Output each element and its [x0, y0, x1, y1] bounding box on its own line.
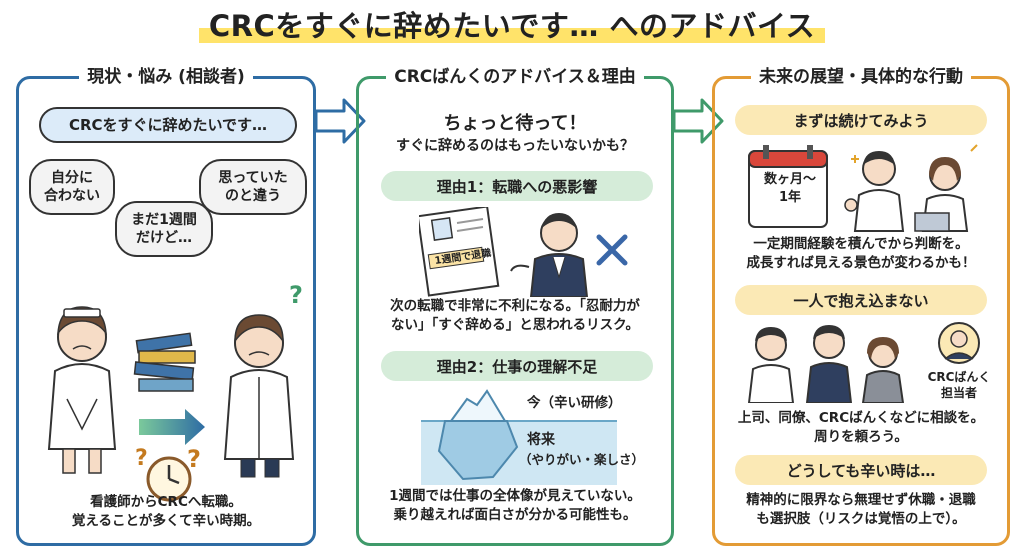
crc-bank-agent-label: CRCばんく 担当者: [927, 370, 991, 400]
reason1-label: 理由1：転職への悪影響: [381, 171, 653, 201]
panel-heading-left: 現状・悩み (相談者): [79, 65, 253, 89]
step1-label: まずは続けてみよう: [735, 105, 987, 135]
bubble-c-text: まだ1週間 だけど…: [131, 212, 197, 246]
arrow-right-icon: [139, 409, 205, 445]
nurse-illustration-icon: [47, 306, 117, 474]
resume-document-icon: [419, 207, 500, 297]
bubble-main-text: CRCをすぐに辞めたいです…: [68, 116, 268, 134]
question-mark-icon-green: ?: [289, 281, 303, 309]
consultation-illustration: [747, 325, 905, 403]
iceberg-future-sub: （やりがい・楽しさ）: [519, 452, 645, 467]
sparkle-icon: [851, 144, 978, 163]
thought-bubble-different: 思っていた のと違う: [199, 159, 307, 215]
crc-bank-agent-avatar-icon: [938, 322, 980, 364]
clock-icon: [146, 456, 192, 502]
cross-mark-icon: [596, 234, 628, 266]
resume-rejection-illustration: [419, 207, 628, 297]
person-boss-icon: [805, 325, 853, 403]
panel-heading-right: 未来の展望・具体的な行動: [751, 65, 971, 89]
step2-label: 一人で抱え込まない: [735, 285, 987, 315]
doctor-man-illustration-icon: [844, 151, 905, 232]
step2-caption: 上司、同僚、CRCばんくなどに相談を。 周りを頼ろう。: [737, 410, 985, 445]
calendar-text: 数ヶ月～ 1年: [763, 172, 816, 205]
reason1-caption: 次の転職で非常に不利になる。「忍耐力が ない」「すぐ辞める」と思われるリスク。: [390, 298, 640, 333]
reason2-caption: 1週間では仕事の全体像が見えていない。 乗り越えれば面白さが分かる可能性も。: [389, 488, 641, 523]
reason2-label: 理由2：仕事の理解不足: [381, 351, 653, 381]
svg-text:?: ?: [187, 445, 201, 473]
books-stack-icon: [133, 332, 196, 392]
person-colleague-icon: [861, 337, 905, 403]
panel-advice-reasons: CRCばんくのアドバイス＆理由 ちょっと待って！ すぐに辞めるのはもったいないか…: [356, 65, 674, 546]
bubble-a-text: 自分に 合わない: [44, 170, 100, 204]
interviewer-illustration-icon: [510, 213, 589, 297]
title-area: CRCをすぐに辞めたいです… へのアドバイス: [0, 6, 1024, 46]
continue-illustration: [748, 144, 978, 232]
transition-illustration: ? ?: [47, 281, 303, 478]
advice-title: ちょっと待って！: [443, 113, 587, 134]
calendar-icon: [748, 145, 828, 228]
person-doctor-icon: [747, 327, 795, 403]
question-mark-icon: ?: [135, 446, 148, 471]
advice-subtitle: すぐに辞めるのはもったいないかも？: [396, 138, 634, 154]
thought-bubble-one-week: まだ1週間 だけど…: [115, 201, 213, 257]
speech-bubble-main: CRCをすぐに辞めたいです…: [39, 107, 297, 143]
question-mark-icon-orange: ?: [187, 445, 201, 473]
bubble-b-text: 思っていた のと違う: [218, 170, 288, 204]
panel-current-situation: 現状・悩み (相談者) CRCをすぐに辞めたいです… 自分に 合わない 思ってい…: [16, 65, 316, 546]
page-title: CRCをすぐに辞めたいです… へのアドバイス: [198, 6, 826, 46]
step3-label: どうしても辛い時は…: [735, 455, 987, 485]
crc-coordinator-illustration-icon: [223, 314, 295, 478]
thought-bubble-mismatch: 自分に 合わない: [29, 159, 115, 215]
left-caption: 看護師からCRCへ転職。 覚えることが多くて辛い時期。: [71, 494, 261, 529]
panel-heading-middle: CRCばんくのアドバイス＆理由: [386, 65, 644, 89]
iceberg-illustration-icon: [421, 389, 617, 485]
step1-caption: 一定期間経験を積んでから判断を。 成長すれば見える景色が変わるかも！: [746, 236, 976, 271]
step3-caption: 精神的に限界なら無理せず休職・退職 も選択肢（リスクは覚悟の上で）。: [746, 492, 976, 527]
panel-future-actions: 未来の展望・具体的な行動 まずは続けてみよう 数ヶ月～ 1年 一定期間経験を積ん: [712, 65, 1010, 546]
doctor-woman-illustration-icon: [914, 157, 969, 232]
flow-arrow-1-icon: [314, 98, 366, 144]
iceberg-now-label: 今（辛い研修）: [527, 395, 622, 411]
iceberg-future-label: 将来: [527, 432, 555, 448]
